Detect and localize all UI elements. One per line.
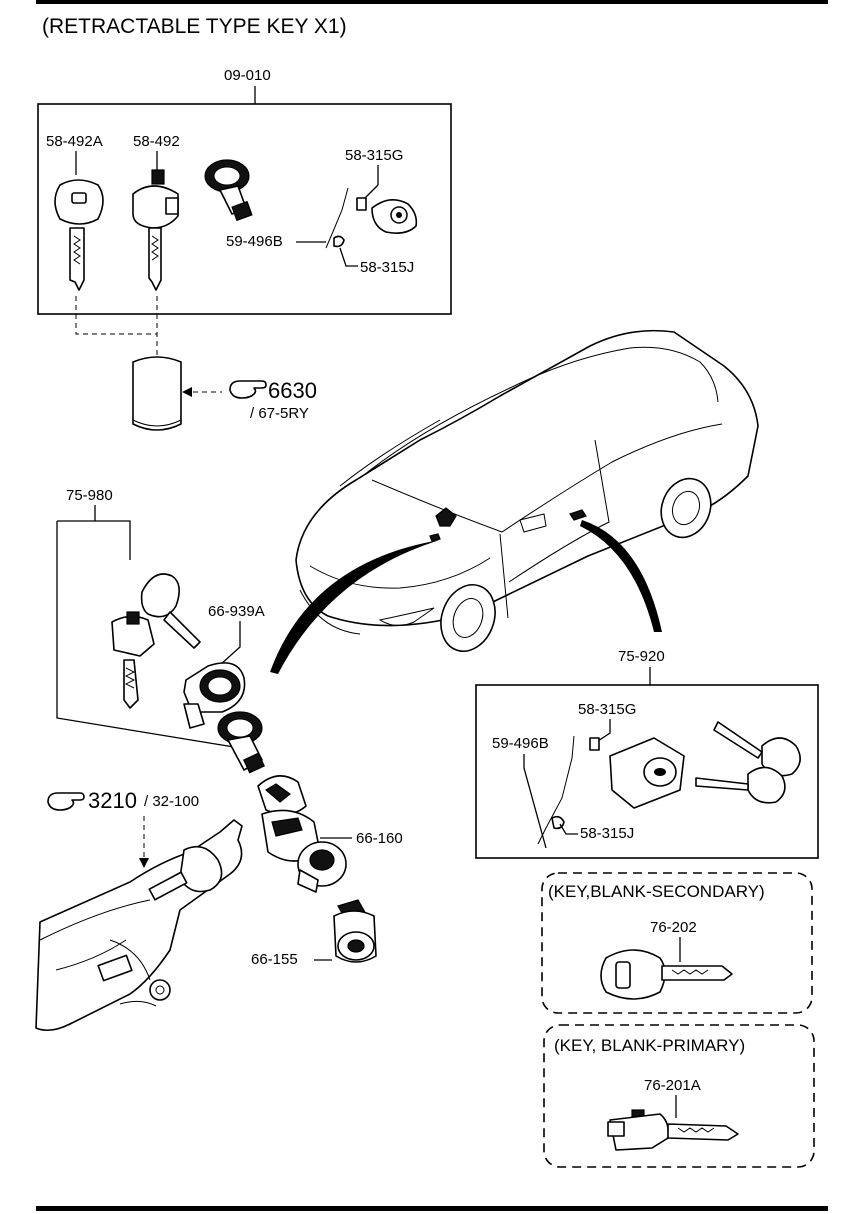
key-58-492-icon [132,169,179,291]
door-lock-parts-top-icon [325,187,418,249]
callout-66-160: 66-160 [356,830,403,847]
blank-secondary-key-icon [600,949,733,1000]
ignition-keys-icon [111,573,201,709]
callout-59-496B-top: 59-496B [226,233,283,250]
reference-6630[interactable]: 6630 [268,378,317,403]
bottom-rule [36,1206,828,1211]
blank-primary-key-icon [607,1109,739,1151]
callout-66-155: 66-155 [251,951,298,968]
page-title: (RETRACTABLE TYPE KEY X1) [42,15,347,38]
steering-column-icon [35,819,243,1032]
blank-primary-part: 76-201A [644,1077,701,1094]
callout-58-315J-right: 58-315J [580,825,634,842]
door-lock-parts-right-icon [537,721,801,845]
callout-58-492: 58-492 [133,133,180,150]
lock-set-label: 09-010 [224,67,271,84]
callout-58-492A: 58-492A [46,133,103,150]
door-lock-set-label: 75-920 [618,648,665,665]
key-sleeve-icon [132,356,182,431]
pointing-hand-icon [229,380,267,399]
door-pointer-arrow [580,520,662,632]
reference-3210-sub: / 32-100 [144,793,199,810]
ignition-switch-icon [257,775,347,893]
blank-primary-title: (KEY, BLANK-PRIMARY) [554,1036,745,1055]
blank-secondary-part: 76-202 [650,919,697,936]
key-58-492A-icon [54,179,104,291]
ignition-assy-label: 75-980 [66,487,113,504]
top-rule [36,0,828,4]
blank-secondary-title: (KEY,BLANK-SECONDARY) [548,882,765,901]
callout-58-315G-top: 58-315G [345,147,403,164]
lock-set-box [37,103,452,315]
switch-cylinder-icon [333,899,377,963]
blank-secondary-box [541,872,813,1014]
pointing-hand-icon-2 [47,792,85,811]
door-lock-set-box [475,684,819,859]
reference-3210[interactable]: 3210 [88,788,137,813]
callout-58-315J-top: 58-315J [360,259,414,276]
callout-59-496B-right: 59-496B [492,735,549,752]
callout-66-939A: 66-939A [208,603,265,620]
blank-primary-box [543,1024,815,1168]
ignition-cylinder-icon [183,662,266,774]
reference-6630-sub: / 67-5RY [250,405,309,422]
callout-58-315G-right: 58-315G [578,701,636,718]
lock-cylinder-icon [204,159,253,222]
car-illustration [295,329,759,652]
key-to-sleeve-link [75,296,158,356]
